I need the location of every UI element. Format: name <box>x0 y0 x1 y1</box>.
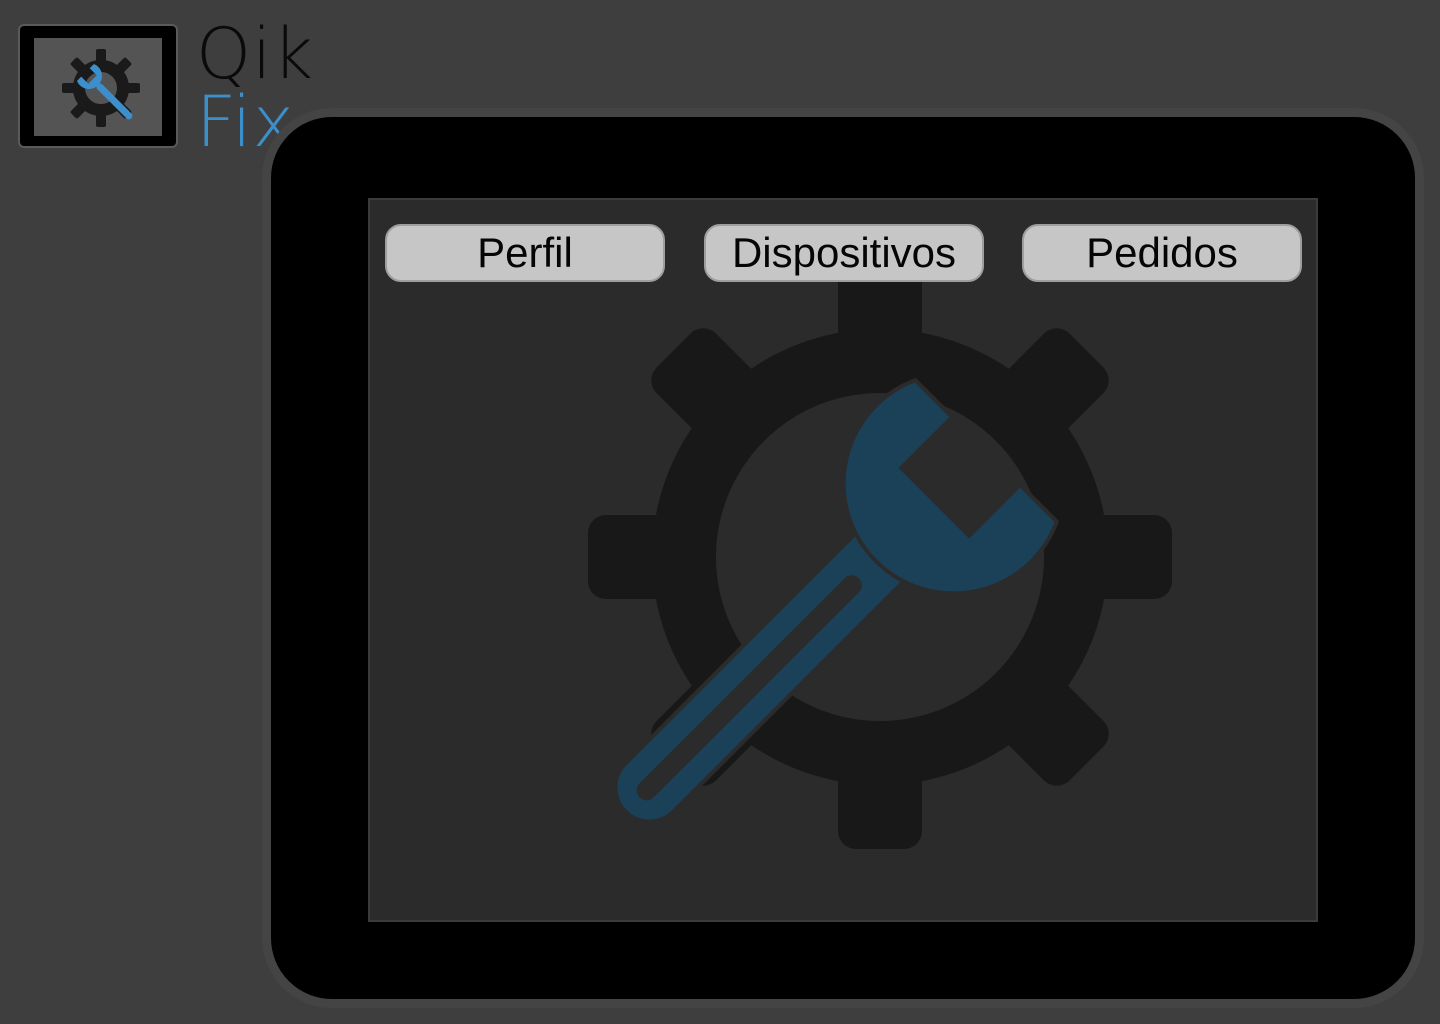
gear-wrench-icon <box>588 265 1172 849</box>
brand-name-line1: Qik <box>196 13 315 95</box>
gear-wrench-icon <box>62 49 140 127</box>
nav-button-pedidos[interactable]: Pedidos <box>1022 224 1302 282</box>
nav-button-perfil[interactable]: Perfil <box>385 224 665 282</box>
device-screen: Perfil Dispositivos Pedidos <box>368 198 1318 922</box>
nav-button-dispositivos[interactable]: Dispositivos <box>704 224 984 282</box>
logo-badge <box>18 24 178 148</box>
